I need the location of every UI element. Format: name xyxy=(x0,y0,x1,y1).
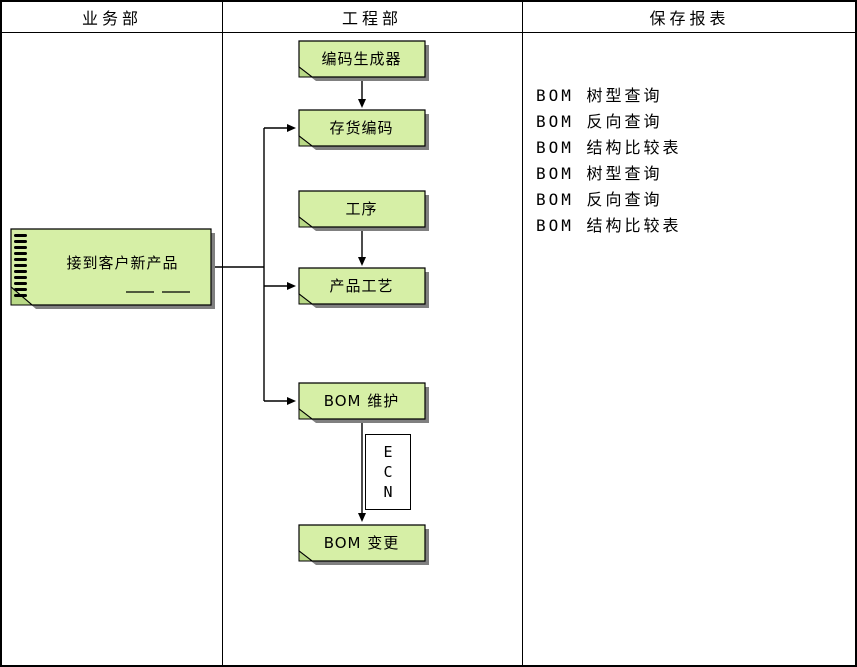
lane-header-business: 业务部 xyxy=(81,9,142,28)
document-shape xyxy=(298,109,429,150)
report-link[interactable]: BOM 结构比较表 xyxy=(536,138,682,157)
flow-node-new-product: 接到客户新产品 xyxy=(10,228,216,310)
flow-node-label: 工序 xyxy=(345,199,378,218)
flow-node-code-generator[interactable]: 编码生成器 xyxy=(298,40,430,82)
report-link[interactable]: BOM 反向查询 xyxy=(536,112,663,131)
lane-header-reports: 保存报表 xyxy=(649,9,730,28)
lane-divider xyxy=(222,2,223,665)
document-shape xyxy=(298,524,429,565)
ecn-letter: E xyxy=(383,443,393,461)
flow-node-label: 存货编码 xyxy=(329,118,394,137)
flow-node-label: 接到客户新产品 xyxy=(66,253,179,272)
coil-binding-icon xyxy=(14,234,27,297)
document-shape xyxy=(298,40,429,81)
lane-header-engineering: 工程部 xyxy=(341,9,402,28)
report-list: BOM 树型查询 BOM 反向查询 BOM 结构比较表 BOM 树型查询 BOM… xyxy=(536,83,682,239)
header-divider xyxy=(2,32,855,33)
report-link[interactable]: BOM 树型查询 xyxy=(536,164,663,183)
flow-node-inventory-code[interactable]: 存货编码 xyxy=(298,109,430,151)
report-link[interactable]: BOM 结构比较表 xyxy=(536,216,682,235)
ecn-letter: C xyxy=(383,463,393,481)
ecn-label-box: E C N xyxy=(365,434,411,510)
flow-node-label: 编码生成器 xyxy=(321,49,402,68)
document-shape xyxy=(298,267,429,308)
flow-node-label: BOM 维护 xyxy=(323,391,400,410)
lane-divider xyxy=(522,2,523,665)
flow-node-label: 产品工艺 xyxy=(329,276,394,295)
flow-node-label: BOM 变更 xyxy=(323,533,400,552)
flow-node-bom-change[interactable]: BOM 变更 xyxy=(298,524,430,566)
flow-node-bom-maintain[interactable]: BOM 维护 xyxy=(298,382,430,424)
flow-node-product-process[interactable]: 产品工艺 xyxy=(298,267,430,309)
document-shape xyxy=(10,228,215,309)
document-shape xyxy=(298,382,429,423)
report-link[interactable]: BOM 树型查询 xyxy=(536,86,663,105)
report-link[interactable]: BOM 反向查询 xyxy=(536,190,663,209)
document-shape xyxy=(298,190,429,231)
flow-node-operation[interactable]: 工序 xyxy=(298,190,430,232)
ecn-letter: N xyxy=(383,483,393,501)
